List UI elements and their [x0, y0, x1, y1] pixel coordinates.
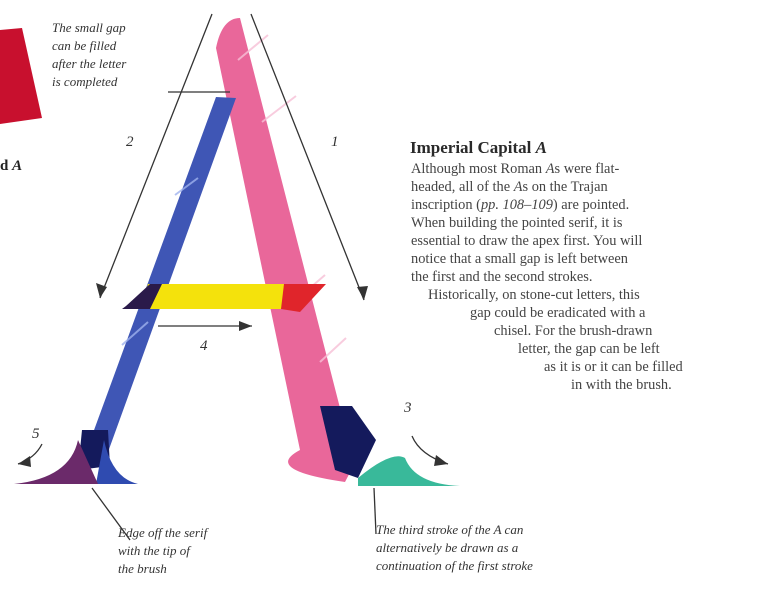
serif-edge-note-line: Edge off the serif: [118, 524, 278, 542]
third-stroke-note: The third stroke of the A can alternativ…: [376, 521, 636, 575]
body-line: inscription (pp. 108–109) are pointed.: [411, 196, 629, 214]
red-letter-fragment: [0, 28, 42, 124]
body-line: headed, all of the As on the Trajan: [411, 178, 608, 196]
yellow-crossbar: [140, 284, 287, 309]
crossbar-right-end: [281, 284, 326, 312]
third-stroke-note-line: The third stroke of the A can: [376, 521, 636, 539]
previous-section-label: d A: [0, 158, 22, 175]
blue-second-stroke: [86, 97, 236, 452]
body-line: in with the brush.: [571, 376, 672, 394]
section-heading: Imperial Capital A: [410, 138, 547, 158]
stroke-number-3: 3: [404, 400, 412, 417]
body-line: notice that a small gap is left between: [411, 250, 628, 268]
body-line: letter, the gap can be left: [518, 340, 660, 358]
stroke-number-4: 4: [200, 338, 208, 355]
body-line: as it is or it can be filled: [544, 358, 683, 376]
stroke-number-2: 2: [126, 134, 134, 151]
gap-note-line: can be filled: [52, 37, 182, 55]
gap-note: The small gap can be filled after the le…: [52, 19, 182, 91]
serif-edge-note-line: with the tip of: [118, 542, 278, 560]
stroke-number-1: 1: [331, 134, 339, 151]
serif-edge-note: Edge off the serif with the tip of the b…: [118, 524, 278, 578]
stroke-number-5: 5: [32, 426, 40, 443]
body-line: the first and the second strokes.: [411, 268, 592, 286]
body-line: Although most Roman As were flat-: [411, 160, 619, 178]
gap-note-line: The small gap: [52, 19, 182, 37]
body-line: When building the pointed serif, it is: [411, 214, 622, 232]
third-stroke-note-line: continuation of the first stroke: [376, 557, 636, 575]
gap-note-line: is completed: [52, 73, 182, 91]
third-stroke-note-line: alternatively be drawn as a: [376, 539, 636, 557]
serif-edge-note-line: the brush: [118, 560, 278, 578]
body-line: chisel. For the brush-drawn: [494, 322, 652, 340]
body-line: gap could be eradicated with a: [470, 304, 645, 322]
body-line: Historically, on stone-cut letters, this: [428, 286, 640, 304]
body-line: essential to draw the apex first. You wi…: [411, 232, 642, 250]
teal-right-serif: [358, 456, 460, 486]
gap-note-line: after the letter: [52, 55, 182, 73]
